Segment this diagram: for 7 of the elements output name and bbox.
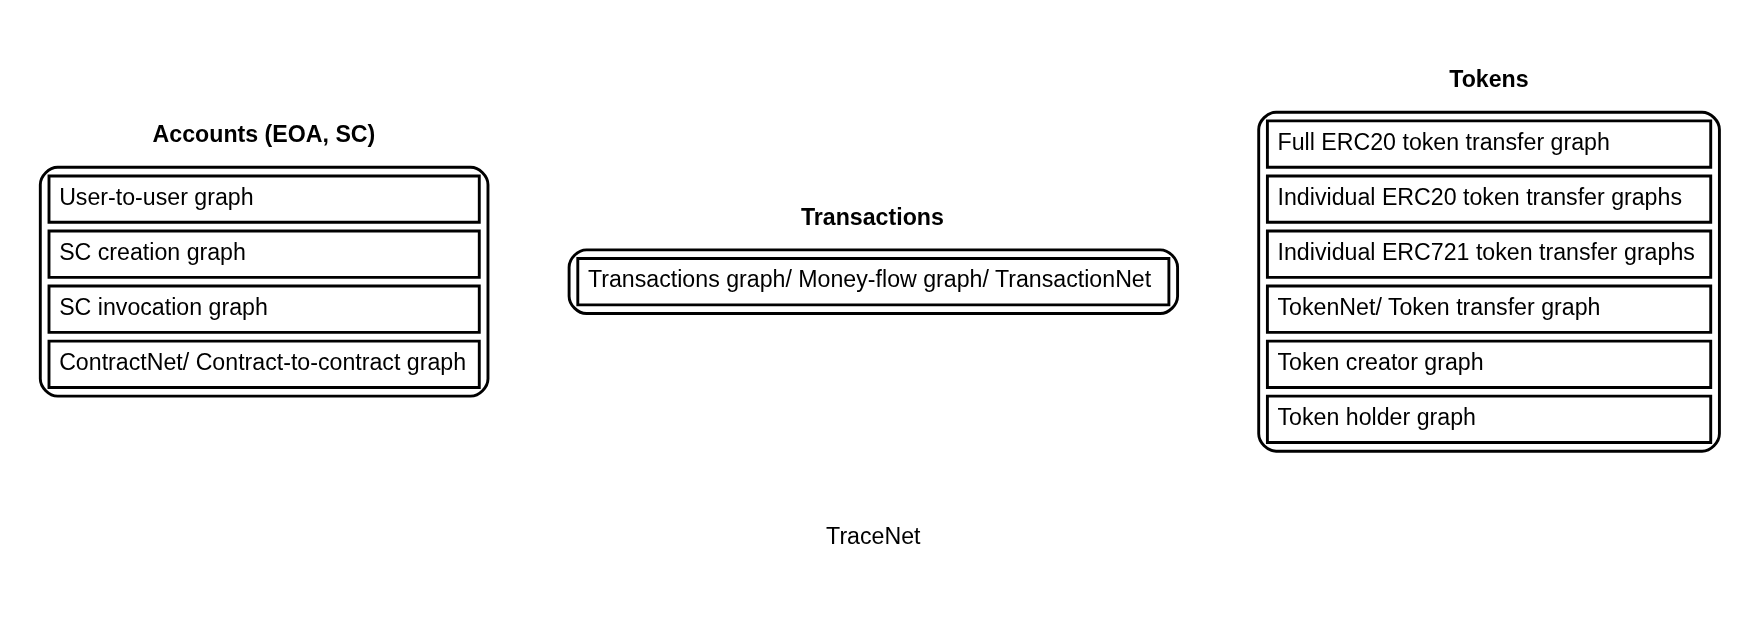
node-box: Full ERC20 token transfer graph Individual ERC20 token transfer graphs Individual ERC721 token transfer graphs TokenNet/ Token transfer graph Token creator graph Token holder graph <box>1257 110 1721 453</box>
node-box: User-to-user graph SC creation graph SC invocation graph ContractNet/ Contract-to-contract graph <box>38 165 490 398</box>
node-label: Tokens <box>1449 66 1529 93</box>
node-label: Accounts (EOA, SC) <box>152 121 376 148</box>
node-label: Transactions <box>800 203 944 230</box>
label: TraceNet <box>826 522 921 549</box>
node-box: Transactions graph/ Money-flow graph/ TransactionNet <box>567 248 1180 315</box>
